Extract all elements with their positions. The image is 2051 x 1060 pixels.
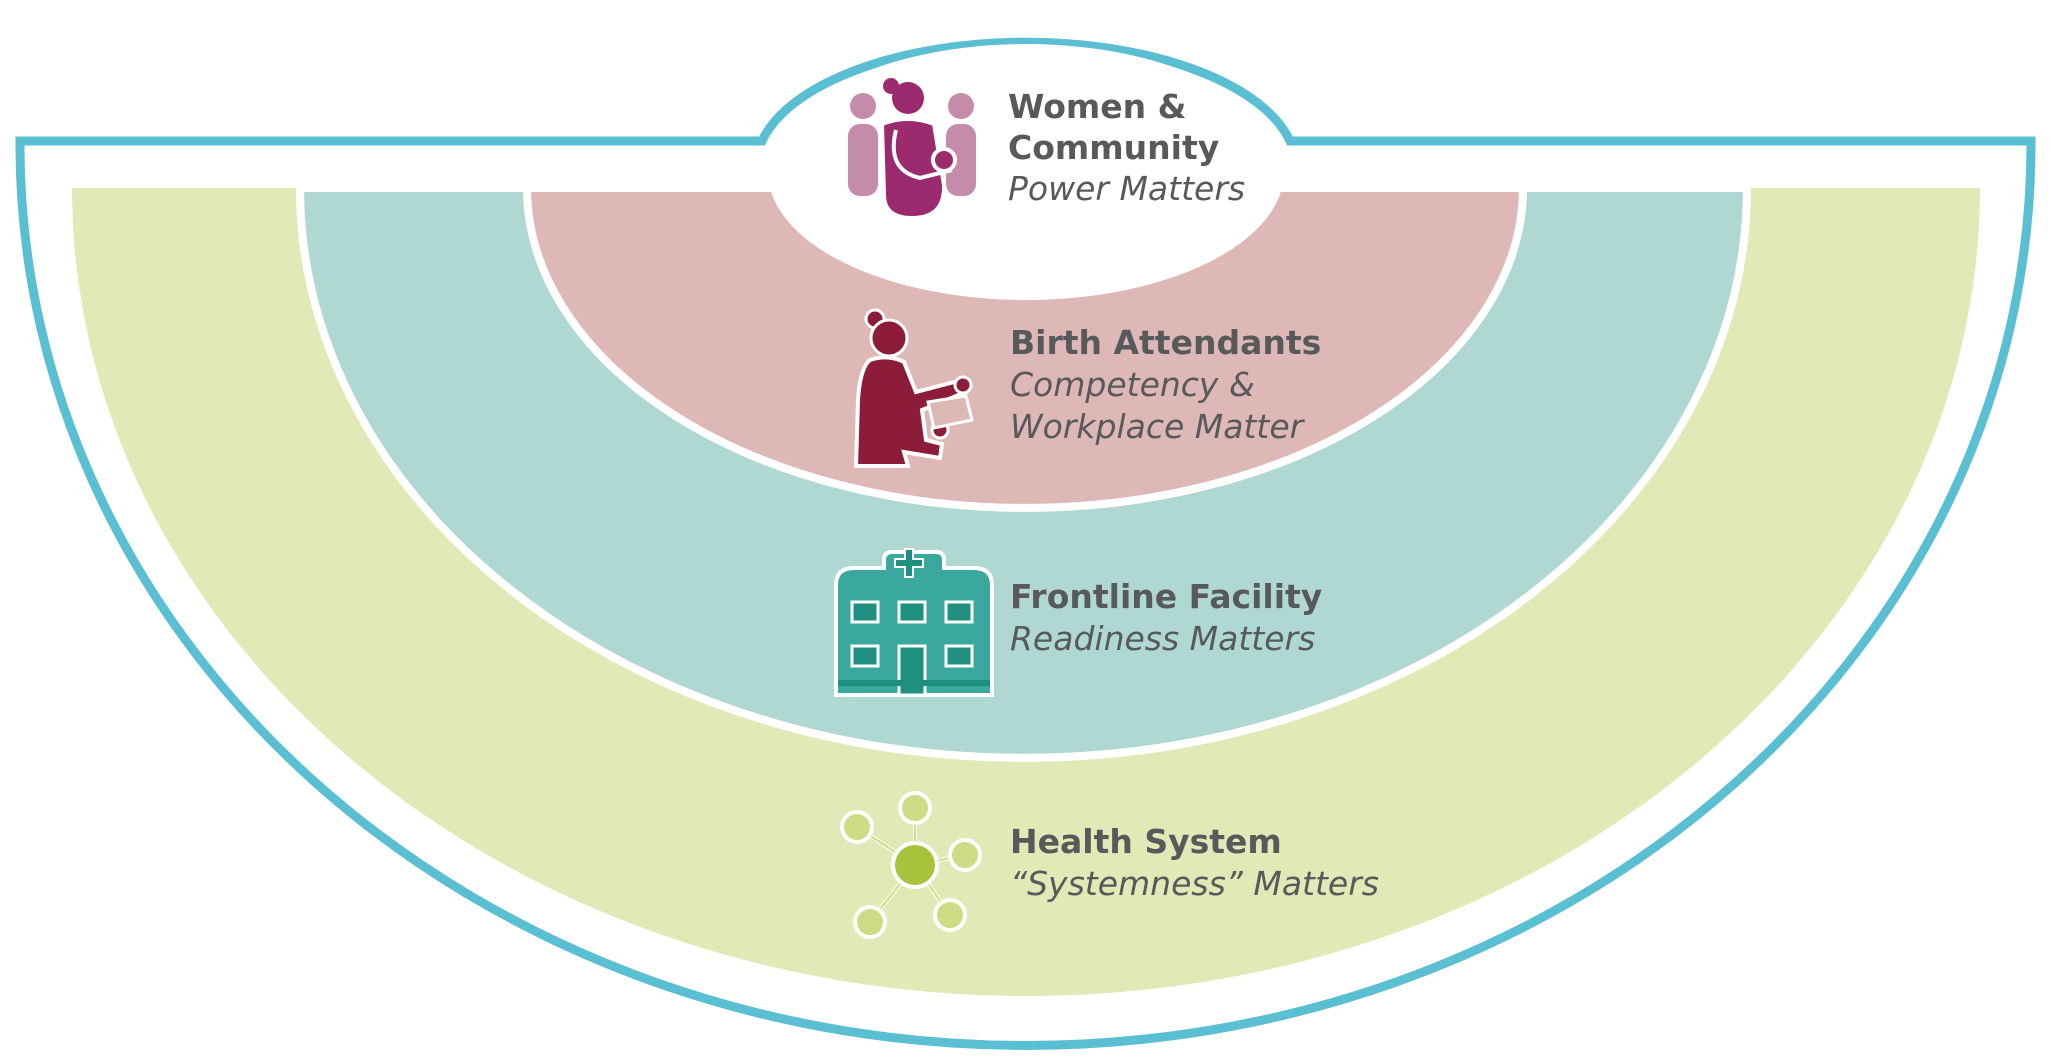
system-subtitle: “Systemness” Matters (1010, 864, 1379, 903)
facility-subtitle: Readiness Matters (1010, 619, 1315, 658)
facility-title: Frontline Facility (1010, 577, 1322, 616)
women-subtitle: Power Matters (1008, 169, 1245, 208)
women-title-line1: Women & (1008, 87, 1186, 126)
hospital-icon (834, 548, 994, 697)
women-title-line2: Community (1008, 128, 1219, 167)
attendants-subtitle-line2: Workplace Matter (1010, 407, 1306, 446)
attendants-title: Birth Attendants (1010, 323, 1321, 362)
birth-attendants-band (522, 184, 1528, 512)
attendants-subtitle-line1: Competency & (1010, 365, 1255, 404)
network-icon (840, 791, 982, 939)
mother-and-child-icon (848, 78, 976, 221)
birth-attendant-icon (853, 308, 974, 468)
system-title: Health System (1010, 822, 1282, 861)
